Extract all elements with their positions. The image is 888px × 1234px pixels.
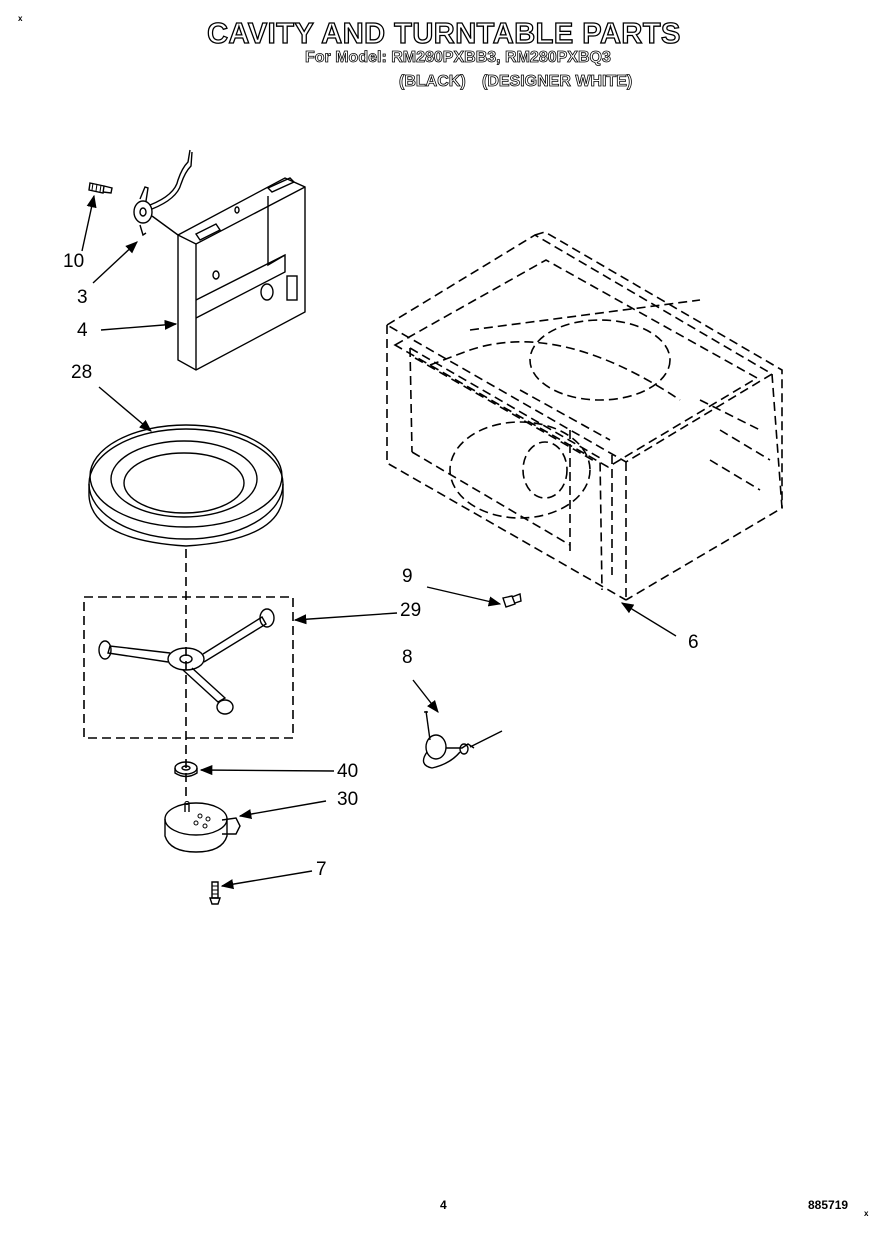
leader-arrow-7 (220, 870, 313, 890)
turntable-motor-part (164, 801, 241, 853)
leader-arrow-10 (81, 194, 97, 252)
roller-guide-group-box (83, 596, 294, 739)
leader-arrows (81, 194, 677, 890)
roller-guide-part (98, 608, 275, 715)
leader-arrow-6 (620, 602, 677, 637)
callout-29: 29 (400, 600, 422, 621)
leader-arrow-29 (293, 612, 398, 625)
leader-arrow-8 (412, 679, 439, 713)
thermal-cutout-part (133, 149, 193, 237)
callout-10: 10 (63, 251, 85, 272)
turntable-ring-part (88, 424, 284, 547)
mounting-bracket-part (177, 177, 306, 371)
leader-arrow-9 (426, 586, 502, 607)
corner-mark-top-left: x (18, 14, 23, 23)
callout-8: 8 (402, 647, 413, 668)
leader-arrow-28 (98, 386, 152, 432)
variant-white-label: (DESIGNER WHITE) (482, 73, 633, 91)
callout-9: 9 (402, 566, 413, 587)
callout-30: 30 (337, 789, 359, 810)
screw-part-10 (88, 182, 113, 194)
leader-arrow-3 (92, 241, 138, 284)
callout-6: 6 (688, 632, 699, 653)
corner-mark-bottom-right: x (864, 1209, 869, 1218)
callout-7: 7 (316, 859, 327, 880)
model-subtitle: For Model: RM280PXBB3, RM280PXBQ3 (305, 49, 612, 67)
leader-arrow-40 (199, 765, 335, 776)
leader-arrow-4 (100, 319, 178, 331)
oven-cavity-part (385, 231, 783, 601)
page-title: CAVITY AND TURNTABLE PARTS (206, 17, 681, 50)
callout-4: 4 (77, 320, 88, 341)
leader-arrow-30 (238, 800, 327, 820)
document-number: 885719 (808, 1198, 849, 1212)
callout-40: 40 (337, 761, 359, 782)
page-number: 4 (440, 1198, 447, 1212)
callout-28: 28 (71, 362, 93, 383)
callout-3: 3 (77, 287, 88, 308)
screw-part-9 (502, 593, 522, 608)
screw-part-7 (209, 881, 221, 905)
thermistor-wire-part (422, 710, 503, 769)
coupler-part (174, 761, 198, 778)
variant-black-label: (BLACK) (399, 73, 466, 91)
